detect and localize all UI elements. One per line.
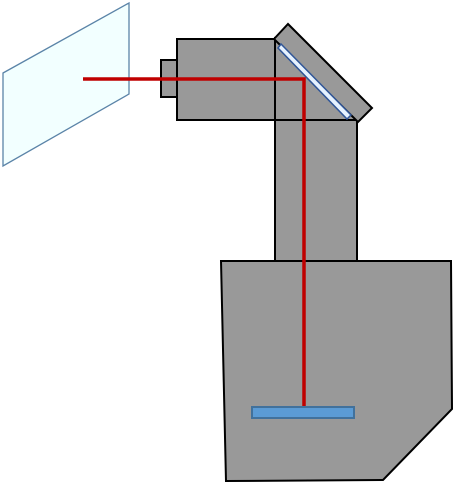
- projection-screen: [2, 1, 130, 168]
- vertical-column: [274, 119, 358, 262]
- laser-beam-path: [83, 77, 306, 406]
- lower-housing: [219, 260, 454, 483]
- folding-mirror: [277, 42, 353, 121]
- target-plate: [251, 406, 355, 419]
